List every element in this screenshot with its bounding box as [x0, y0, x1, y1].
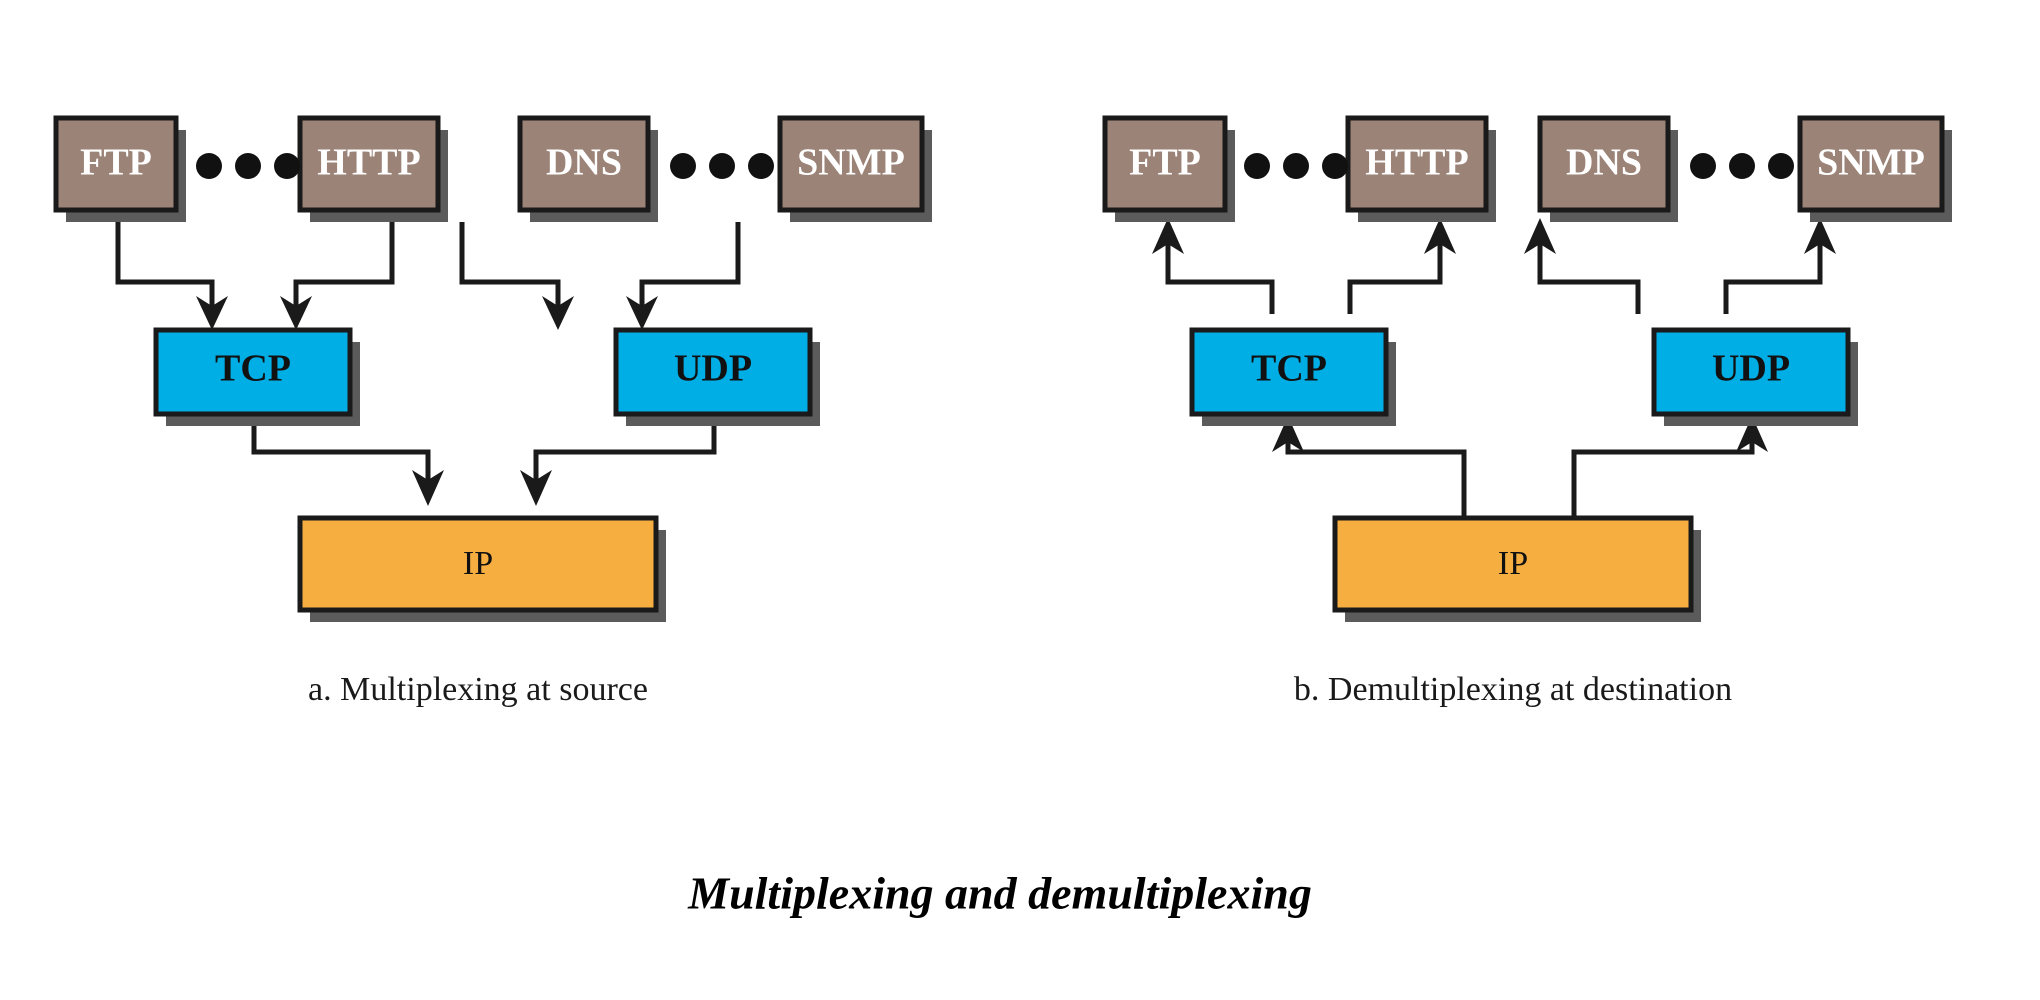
panel-source-caption: a. Multiplexing at source [308, 671, 648, 708]
ellipsis-dot [670, 153, 696, 179]
destination-transport-to-app-connectors [1152, 218, 1836, 314]
ellipsis-dot [748, 153, 774, 179]
connector-http-to-tcp [293, 222, 395, 314]
destination-network-box: IP [1332, 515, 1701, 622]
arrowhead-ip-to-tcp [1272, 416, 1304, 452]
ip-box-label: IP [463, 545, 493, 582]
ip-box[interactable] [297, 515, 659, 613]
connector-udp-to-snmp [1723, 240, 1823, 314]
ellipsis-dot [196, 153, 222, 179]
ellipsis-dot [1244, 153, 1270, 179]
snmp-box[interactable] [1797, 115, 1945, 213]
connector-ip-to-tcp [1285, 440, 1467, 518]
dns-box-label: DNS [1566, 142, 1642, 184]
ellipsis-dot [1729, 153, 1755, 179]
ellipsis-dot [1690, 153, 1716, 179]
connector-ftp-to-tcp [115, 222, 215, 314]
ip-box[interactable] [1332, 515, 1694, 613]
arrowhead-tcp-to-ip [412, 470, 444, 506]
snmp-box-label: SNMP [797, 142, 905, 184]
tcp-box[interactable] [153, 327, 353, 417]
snmp-box[interactable] [777, 115, 925, 213]
dns-box[interactable] [1537, 115, 1671, 213]
snmp-box-label: SNMP [1817, 142, 1925, 184]
connector-snmp-to-udp [639, 222, 741, 314]
ftp-box-label: FTP [1129, 142, 1201, 184]
ellipsis-dot [1283, 153, 1309, 179]
tcp-box-label: TCP [1251, 348, 1327, 390]
source-ellipsis-tcp [196, 153, 300, 179]
destination-transport-boxes: TCP UDP [1189, 327, 1858, 426]
arrowhead-http-to-tcp [280, 296, 312, 330]
ellipsis-dot [1322, 153, 1348, 179]
ellipsis-dot [235, 153, 261, 179]
connector-tcp-to-ftp [1165, 234, 1275, 314]
ftp-box[interactable] [1102, 115, 1228, 213]
connector-tcp-to-ftp-leg [1165, 240, 1275, 314]
arrowhead-udp-to-ip [520, 470, 552, 506]
source-app-to-transport-connectors [115, 222, 741, 330]
figure-title: Multiplexing and demultiplexing [687, 868, 1312, 919]
panel-destination-caption: b. Demultiplexing at destination [1294, 671, 1732, 708]
destination-ellipsis-udp [1690, 153, 1794, 179]
udp-box-label: UDP [1712, 348, 1790, 390]
ellipsis-dot [274, 153, 300, 179]
arrowhead-tcp-to-http [1424, 218, 1456, 254]
dns-box-label: DNS [546, 142, 622, 184]
http-box-label: HTTP [1365, 142, 1468, 184]
tcp-box-label: TCP [215, 348, 291, 390]
arrowhead-snmp-to-udp [626, 296, 658, 330]
ftp-box[interactable] [53, 115, 179, 213]
connector-udp-to-dns [1537, 240, 1641, 314]
arrowhead-dns-to-udp [542, 296, 574, 330]
arrowhead-ftp-to-tcp [196, 296, 228, 330]
arrowhead-ip-to-udp [1736, 416, 1768, 452]
source-transport-boxes: TCP UDP [153, 327, 820, 426]
connector-ip-to-udp [1571, 440, 1755, 518]
dns-box[interactable] [517, 115, 651, 213]
destination-application-boxes: FTP HTTP DNS SNMP [1102, 115, 1952, 222]
connector-tcp-to-http [1347, 240, 1443, 314]
http-box[interactable] [1345, 115, 1489, 213]
http-box[interactable] [297, 115, 441, 213]
arrowhead-udp-to-dns [1524, 218, 1556, 254]
arrowhead-udp-to-snmp [1804, 218, 1836, 254]
ellipsis-dot [709, 153, 735, 179]
destination-ellipsis-tcp [1244, 153, 1348, 179]
udp-box[interactable] [1651, 327, 1851, 417]
udp-box-label: UDP [674, 348, 752, 390]
arrowhead-tcp-to-ftp [1152, 218, 1184, 254]
panel-source: FTP HTTP DNS SNMP [53, 115, 932, 708]
ip-box-label: IP [1498, 545, 1528, 582]
udp-box[interactable] [613, 327, 813, 417]
ftp-box-label: FTP [80, 142, 152, 184]
destination-network-to-transport-connectors [1272, 416, 1768, 518]
ellipsis-dot [1768, 153, 1794, 179]
panel-destination: FTP HTTP DNS SNMP [1102, 115, 1952, 708]
source-network-box: IP [297, 515, 666, 622]
source-ellipsis-udp [670, 153, 774, 179]
source-application-boxes: FTP HTTP DNS SNMP [53, 115, 932, 222]
http-box-label: HTTP [317, 142, 420, 184]
tcp-box[interactable] [1189, 327, 1389, 417]
connector-dns-to-udp [459, 222, 561, 314]
